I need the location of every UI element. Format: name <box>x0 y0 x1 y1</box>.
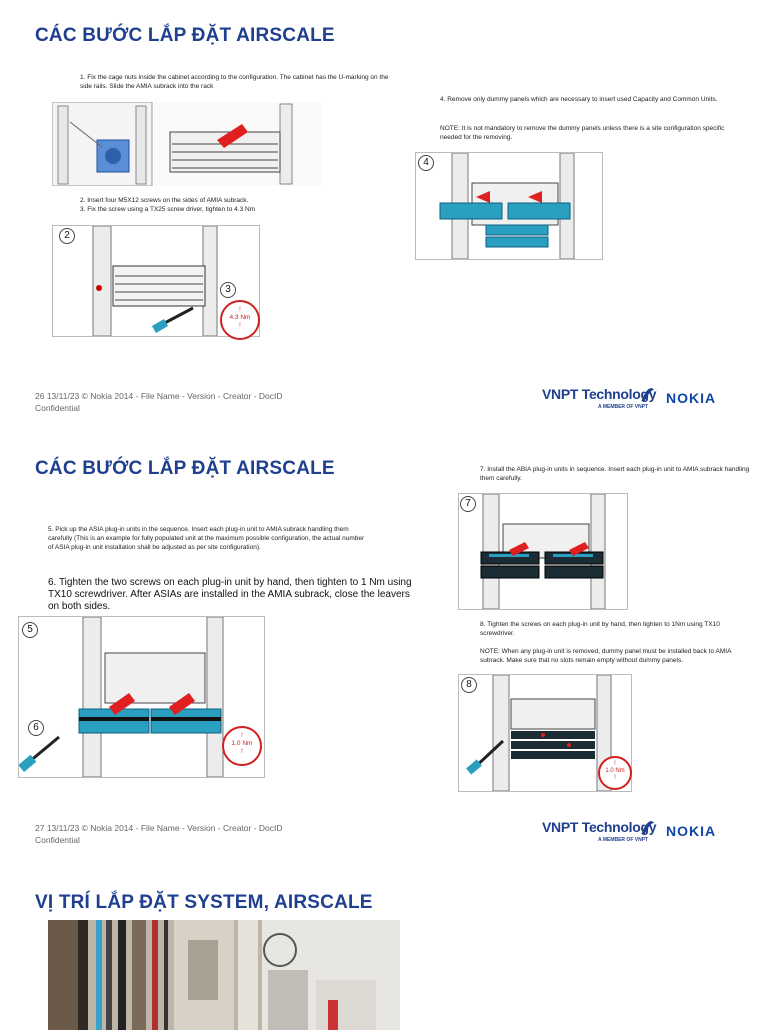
torque-mark-top: ! <box>614 761 616 767</box>
callout-4: 4 <box>418 155 434 171</box>
torque-badge: ! 4.3 Nm ! <box>220 300 260 340</box>
vnpt-swoosh-icon <box>642 821 654 835</box>
torque-value: 1.0 Nm <box>231 740 253 747</box>
step-2-text: 2. Insert four M5X12 screws on the sides… <box>80 197 249 204</box>
vnpt-tagline: A MEMBER OF VNPT <box>598 404 649 410</box>
callout-6: 6 <box>28 720 44 736</box>
footer-confidential: Confidential <box>35 835 80 845</box>
step-6-text: 6. Tighten the two screws on each plug-i… <box>48 577 412 612</box>
vnpt-tagline: A MEMBER OF VNPT <box>598 837 649 843</box>
torque-badge-2: ! 1.0 Nm ! <box>598 756 632 790</box>
nokia-logo: NOKIA <box>666 390 717 406</box>
footer: 27 13/11/23 © Nokia 2014 - File Name - V… <box>35 823 283 833</box>
callout-2: 2 <box>59 228 75 244</box>
callout-5: 5 <box>22 622 38 638</box>
figure-screw-subrack <box>52 225 260 337</box>
figure-dummy-panels <box>415 152 603 260</box>
step-3-text: 3. Fix the screw using a TX25 screw driv… <box>80 206 256 213</box>
slide-title: VỊ TRÍ LẮP ĐẶT SYSTEM, AIRSCALE <box>35 892 373 913</box>
torque-badge: ! 1.0 Nm ! <box>222 726 262 766</box>
callout-7: 7 <box>460 496 476 512</box>
step-7-text: 7. Install the ABIA plug-in units in seq… <box>480 466 750 482</box>
slide-28: VỊ TRÍ LẮP ĐẶT SYSTEM, AIRSCALE <box>0 870 768 1030</box>
vnpt-swoosh-icon <box>642 388 654 402</box>
slide-27: CÁC BƯỚC LẮP ĐẶT AIRSCALE 7. Install the… <box>0 430 768 855</box>
slide-title: CÁC BƯỚC LẮP ĐẶT AIRSCALE <box>35 458 335 479</box>
callout-8: 8 <box>461 677 477 693</box>
slide-26: CÁC BƯỚC LẮP ĐẶT AIRSCALE 1. Fix the cag… <box>0 0 768 425</box>
step-5-text: 5. Pick up the ASIA plug-in units in the… <box>48 526 365 551</box>
torque-value: 1.0 Nm <box>605 768 625 774</box>
vnpt-logo: VNPT Technology <box>542 819 657 835</box>
torque-mark-bottom: ! <box>239 323 241 329</box>
note-text: NOTE: When any plug-in unit is removed, … <box>480 648 732 664</box>
callout-3: 3 <box>220 282 236 298</box>
site-photo <box>48 920 400 1030</box>
figure-cage-nuts <box>52 102 322 186</box>
torque-mark-bottom: ! <box>241 749 243 755</box>
figure-abia-install <box>458 493 628 610</box>
footer-confidential: Confidential <box>35 403 80 413</box>
note-text: NOTE: It is not mandatory to remove the … <box>440 125 725 141</box>
torque-mark-bottom: ! <box>614 775 616 781</box>
slide-title: CÁC BƯỚC LẮP ĐẶT AIRSCALE <box>35 25 335 46</box>
nokia-logo: NOKIA <box>666 823 717 839</box>
vnpt-logo: VNPT Technology <box>542 386 657 402</box>
torque-mark-top: ! <box>239 307 241 313</box>
step-4-text: 4. Remove only dummy panels which are ne… <box>440 96 718 103</box>
torque-value: 4.3 Nm <box>229 314 251 321</box>
step-8-text: 8. Tighten the screws on each plug-in un… <box>480 621 720 637</box>
step-1-text: 1. Fix the cage nuts inside the cabinet … <box>80 74 389 90</box>
torque-mark-top: ! <box>241 733 243 739</box>
footer: 26 13/11/23 © Nokia 2014 - File Name - V… <box>35 391 283 401</box>
